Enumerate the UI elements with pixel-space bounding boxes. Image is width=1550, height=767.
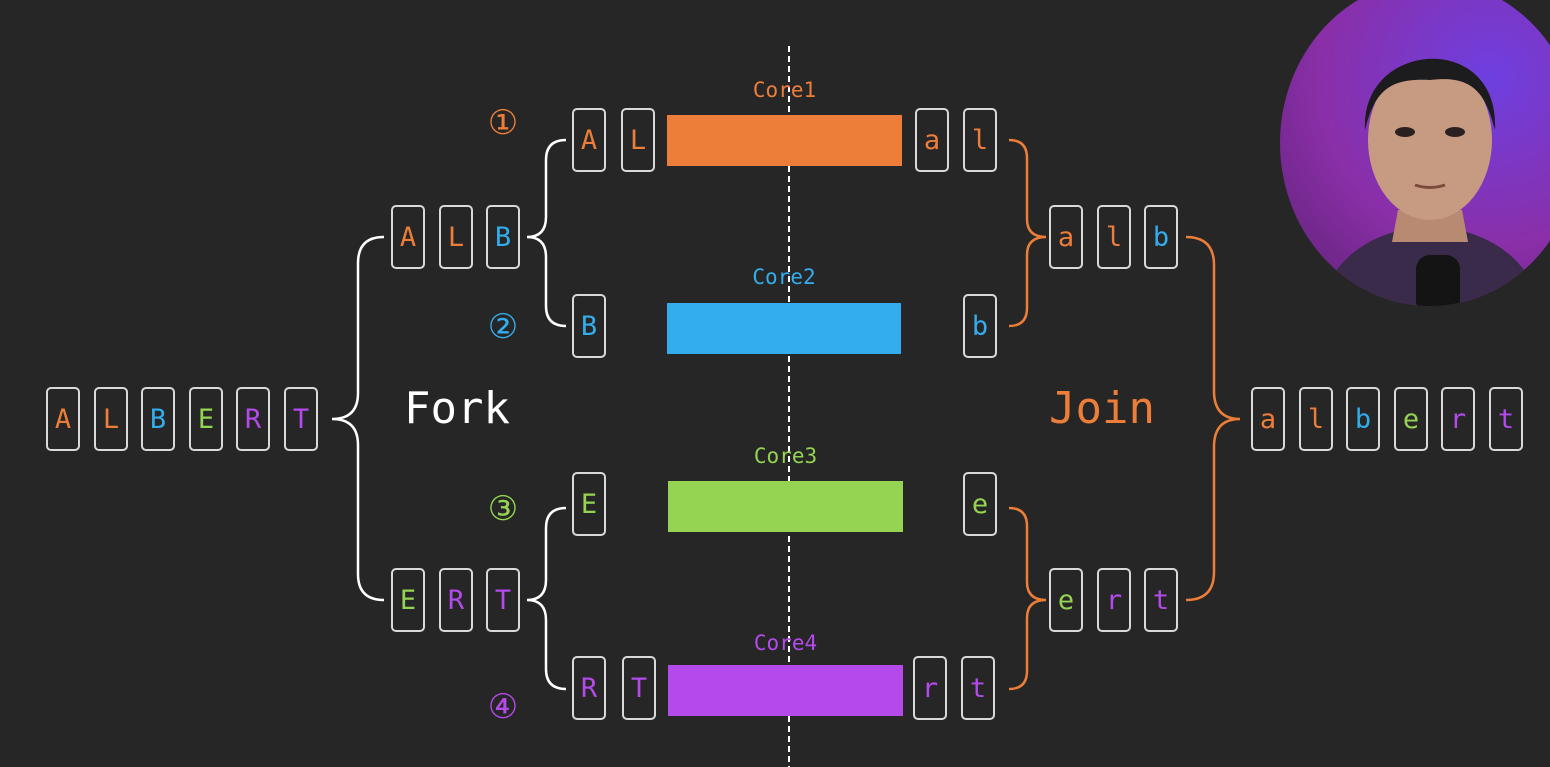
fork-group-letter-box: B: [486, 205, 520, 269]
core-output-letter-box: b: [963, 294, 997, 358]
input-letter-box: R: [236, 387, 270, 451]
core-output-letter-box: r: [913, 656, 947, 720]
output-letter-box: a: [1251, 387, 1285, 451]
join-label: Join: [1049, 383, 1155, 434]
input-letter-box: E: [189, 387, 223, 451]
output-letter-box: l: [1299, 387, 1333, 451]
output-letter-box: e: [1394, 387, 1428, 451]
core-number-badge: ③: [487, 489, 519, 529]
fork-group-letter-box: T: [486, 568, 520, 632]
core-bar: [668, 665, 903, 716]
core-output-letter-box: t: [961, 656, 995, 720]
core-bar: [668, 481, 903, 532]
fork-brace-top: [526, 138, 567, 328]
output-letter-box: r: [1441, 387, 1475, 451]
join-group-letter-box: b: [1144, 205, 1178, 269]
input-letter-box: B: [141, 387, 175, 451]
input-letter-box: L: [94, 387, 128, 451]
join-group-letter-box: l: [1097, 205, 1131, 269]
core-number-badge: ①: [487, 103, 519, 143]
presenter-webcam: [1280, 0, 1550, 306]
core-output-letter-box: e: [963, 472, 997, 536]
join-brace-bottom: [1008, 506, 1047, 691]
core-number-badge: ②: [487, 307, 519, 347]
core-input-letter-box: A: [572, 108, 606, 172]
output-letter-box: t: [1489, 387, 1523, 451]
core-label: Core4: [753, 631, 818, 655]
fork-group-letter-box: A: [391, 205, 425, 269]
fork-label: Fork: [404, 383, 510, 434]
fork-brace-bottom: [526, 506, 567, 691]
person-silhouette-icon: [1320, 58, 1542, 306]
fork-brace-main: [331, 235, 385, 602]
core-input-letter-box: E: [572, 472, 606, 536]
core-input-letter-box: B: [572, 294, 606, 358]
join-group-letter-box: a: [1049, 205, 1083, 269]
output-letter-box: b: [1346, 387, 1380, 451]
core-label: Core2: [752, 265, 816, 289]
core-bar: [667, 115, 902, 166]
input-letter-box: T: [284, 387, 318, 451]
join-brace-top: [1008, 138, 1047, 328]
input-letter-box: A: [46, 387, 80, 451]
fork-group-letter-box: E: [391, 568, 425, 632]
join-brace-main: [1185, 235, 1241, 602]
core-label: Core3: [753, 444, 818, 468]
core-output-letter-box: l: [963, 108, 997, 172]
core-input-letter-box: T: [622, 656, 656, 720]
join-group-letter-box: e: [1049, 568, 1083, 632]
core-label: Core1: [752, 78, 817, 102]
fork-group-letter-box: L: [439, 205, 473, 269]
core-number-badge: ④: [487, 687, 519, 727]
core-output-letter-box: a: [915, 108, 949, 172]
join-group-letter-box: t: [1144, 568, 1178, 632]
core-bar: [667, 303, 901, 354]
microphone-icon: [1416, 255, 1460, 306]
core-input-letter-box: L: [621, 108, 655, 172]
core-input-letter-box: R: [572, 656, 606, 720]
fork-group-letter-box: R: [439, 568, 473, 632]
join-group-letter-box: r: [1097, 568, 1131, 632]
